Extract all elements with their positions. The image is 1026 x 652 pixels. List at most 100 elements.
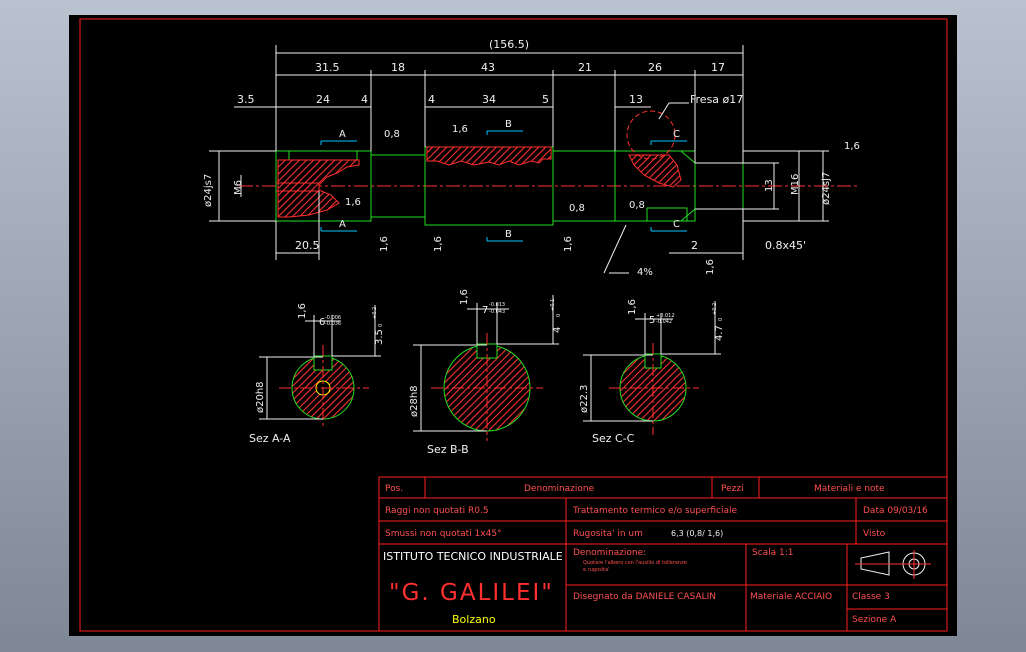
- tb-trattamento: Trattamento termico e/o superficiale: [572, 506, 737, 516]
- tb-denominazione-text1: Quotare l'albero con l'ausilio di toller…: [583, 560, 687, 566]
- rough-16-v4: 1,6: [705, 259, 716, 275]
- section-cc-dia: ø22.3: [579, 385, 590, 413]
- section-aa-key-tol-hi: -0.006: [325, 315, 341, 321]
- tb-scala: Scala 1:1: [752, 548, 794, 558]
- section-aa-depth-tol: +0.2: [372, 307, 378, 319]
- tb-galilei: "G. GALILEI": [389, 580, 554, 606]
- section-mark-b-top: B: [505, 119, 512, 130]
- tb-raggi: Raggi non quotati R0.5: [385, 506, 489, 516]
- dim-seg1: 31.5: [315, 61, 340, 74]
- rough-16-c: 1,6: [844, 141, 860, 152]
- section-aa-label: Sez A-A: [249, 432, 291, 445]
- title-block: [378, 476, 948, 632]
- section-aa-dia: ø20h8: [255, 381, 266, 413]
- dim-m16: M16: [790, 174, 801, 195]
- fresa-circle: [626, 110, 676, 160]
- dim-left-dia: ø24js7: [203, 174, 214, 207]
- dim-overall: (156.5): [489, 38, 529, 51]
- section-aa-depth: 3.5: [374, 329, 385, 345]
- section-mark-a-top: A: [339, 129, 346, 140]
- dim-5: 5: [542, 93, 549, 106]
- dim-2: 2: [691, 239, 698, 252]
- tb-denominazione-label: Denominazione:: [573, 548, 646, 558]
- rough-08-c: 0,8: [629, 200, 645, 211]
- section-bb-label: Sez B-B: [427, 443, 469, 456]
- tb-sezione: Sezione A: [852, 615, 897, 625]
- sheet-frame: [79, 18, 948, 632]
- dim-seg2: 18: [391, 61, 405, 74]
- tb-visto: Visto: [863, 529, 886, 539]
- dim-m6: M6: [233, 180, 244, 195]
- section-bb-key-tol-hi: -0.013: [489, 302, 505, 308]
- tb-smussi: Smussi non quotati 1x45°: [385, 529, 502, 539]
- projection-symbol-icon: [855, 550, 931, 579]
- section-mark-a-bot: A: [339, 219, 346, 230]
- section-aa-depth-tol2: 0: [378, 324, 384, 327]
- tb-pos: Pos.: [385, 484, 403, 494]
- rough-16-v2: 1,6: [433, 236, 444, 252]
- dim-seg5: 26: [648, 61, 662, 74]
- section-bb-key-tol-lo: -0.043: [489, 309, 505, 315]
- dim-4b: 4: [428, 93, 435, 106]
- dim-13: 13: [629, 93, 643, 106]
- dim-chamfer: 0.8x45': [765, 239, 806, 252]
- section-cc-depth: 4.7: [714, 325, 725, 341]
- tb-istituto: ISTITUTO TECNICO INDUSTRIALE: [383, 550, 563, 563]
- rough-08-a: 0,8: [384, 129, 400, 140]
- tb-citta: Bolzano: [452, 613, 496, 626]
- section-bb-depth-tol2: 0: [556, 314, 562, 317]
- section-bb-depth: 4: [552, 327, 563, 333]
- dim-right-dia: ø24sj7: [821, 172, 832, 205]
- cad-viewport[interactable]: (156.5) 31.5 18 43 21 26 17 3.5 24 4 4 3…: [69, 15, 957, 636]
- section-cc-depth-tol: +0.2: [712, 303, 718, 315]
- section-cc-label: Sez C-C: [592, 432, 635, 445]
- section-aa-key: 6: [319, 317, 325, 328]
- section-bb-rough: 1,6: [459, 289, 470, 305]
- dim-20-5: 20.5: [295, 239, 320, 252]
- section-mark-b-bot: B: [505, 229, 512, 240]
- main-dimensions: [209, 45, 829, 274]
- section-cc-rough: 1,6: [627, 299, 638, 315]
- keyway-c: [646, 207, 688, 222]
- dim-seg6: 17: [711, 61, 725, 74]
- dim-seg3: 43: [481, 61, 495, 74]
- dim-thirteen: 13: [764, 179, 775, 192]
- tb-rugosita: Rugosita' in um: [573, 529, 643, 539]
- dim-4a: 4: [361, 93, 368, 106]
- section-views: [259, 295, 721, 441]
- section-bb-depth-tol: +0.1: [550, 299, 556, 311]
- section-mark-c-bot: C: [673, 219, 680, 230]
- tb-materiale: Materiale ACCIAIO: [750, 592, 832, 602]
- section-cc-key: 5: [649, 315, 655, 326]
- rough-16-v1: 1,6: [379, 236, 390, 252]
- section-bb-key: 7: [482, 305, 488, 316]
- section-cut-markers: [320, 130, 687, 242]
- tb-data: Data 09/03/16: [863, 506, 928, 516]
- tb-materiali: Materiali e note: [814, 484, 885, 494]
- tb-disegnato: Disegnato da DANIELE CASALIN: [573, 592, 716, 602]
- section-bb-dia: ø28h8: [409, 385, 420, 417]
- tb-pezzi: Pezzi: [721, 484, 744, 494]
- rough-08-b: 0,8: [569, 203, 585, 214]
- rough-16-a: 1,6: [452, 124, 468, 135]
- section-aa-key-tol-lo: -0.036: [325, 321, 341, 327]
- tb-denominazione-text2: e rugosita': [583, 567, 610, 573]
- tb-denominazione: Denominazione: [524, 484, 595, 494]
- main-view-hatch: [276, 110, 682, 218]
- dim-fresa: Fresa ø17: [690, 93, 743, 106]
- dim-seg4: 21: [578, 61, 592, 74]
- tb-classe: Classe 3: [852, 592, 890, 602]
- dim-24: 24: [316, 93, 330, 106]
- section-cc-key-tol-hi: +0.012: [656, 313, 675, 319]
- technical-drawing: (156.5) 31.5 18 43 21 26 17 3.5 24 4 4 3…: [79, 18, 948, 632]
- dim-3-5: 3.5: [237, 93, 255, 106]
- section-aa-rough: 1,6: [297, 303, 308, 319]
- dim-34: 34: [482, 93, 496, 106]
- section-cc-depth-tol2: 0: [718, 318, 724, 321]
- rough-16-b: 1,6: [345, 197, 361, 208]
- dim-taper: 4%: [637, 267, 653, 278]
- tb-rugosita-vals: 6,3 (0,8/ 1,6): [671, 529, 723, 538]
- section-cc-key-tol-lo: -0.042: [656, 319, 672, 325]
- section-mark-c-top: C: [673, 129, 680, 140]
- rough-16-v3: 1,6: [563, 236, 574, 252]
